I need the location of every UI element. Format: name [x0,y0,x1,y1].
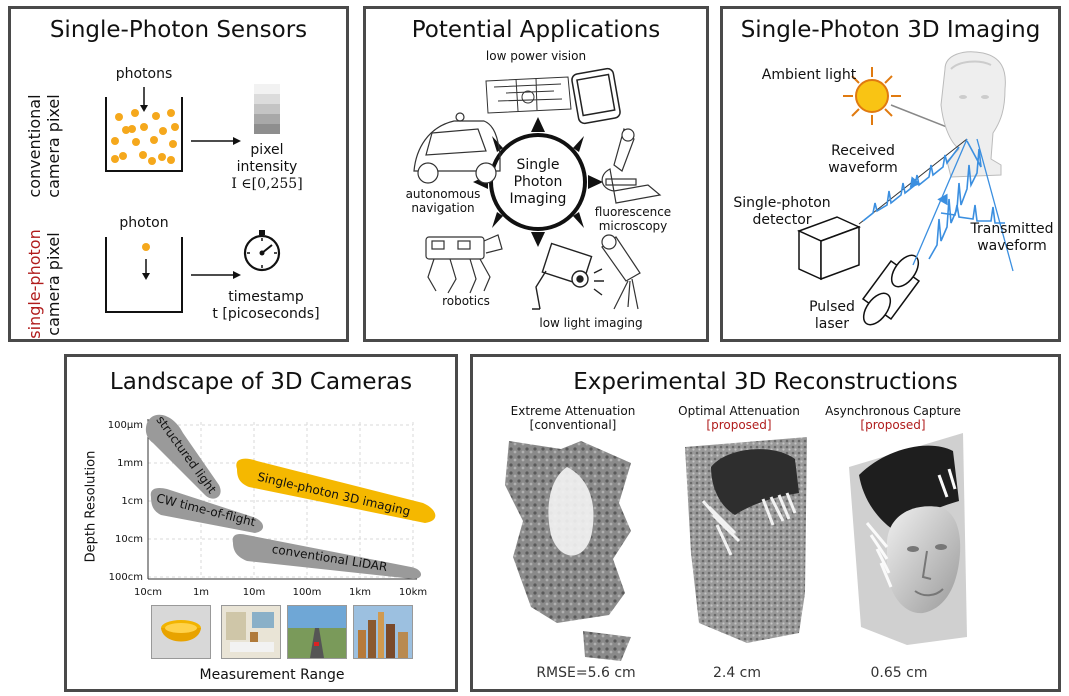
thumbnail-room [221,605,281,659]
x-tick-label: 10m [243,587,265,598]
detector-box [797,216,861,281]
y-tick-label: 10cm [115,534,143,545]
pixel-intensity-label: pixel intensity I ∈[0,255] [227,142,307,193]
panel-title: Single-Photon Sensors [49,17,308,43]
single-photon-dot [142,243,150,251]
imaging3d-diagram [797,51,1014,326]
autonomous-car-sketch [413,112,501,184]
panel-title: Experimental 3D Reconstructions [573,369,958,395]
y-tick-label: 100cm [109,572,143,583]
y-tick-label: 100μm [108,420,143,431]
panel-title: Potential Applications [411,17,661,43]
smartphone-icon [571,67,621,125]
fluorescence-microscopy-label: fluorescence microscopy [594,205,672,233]
x-tick-label: 10km [399,587,427,598]
center-label: Single Photon Imaging [509,157,567,207]
conventional-bucket [105,97,183,172]
low-power-vision-label: low power vision [485,49,587,63]
reconstruction-optimal [685,437,807,643]
sun-icon [843,67,901,125]
autonomous-navigation-label: autonomous navigation [405,187,481,215]
thumbnail-bowl [151,605,211,659]
timestamp-label: timestamp t [picoseconds] [212,289,320,322]
received-waveform [862,146,960,222]
region-label: structured light [153,413,219,496]
microscope-sketch [601,127,662,204]
thumbnail-road [287,605,347,659]
photons-label: photons [115,66,173,82]
transmitted-waveform-label: Transmitted waveform [970,221,1054,254]
x-tick-label: 100m [293,587,322,598]
column-header-asynchronous: Asynchronous Capture [proposed] [825,404,961,432]
x-axis-label: Measurement Range [199,667,345,683]
head-bust-icon [940,51,1006,178]
panel-landscape-3d-cameras: Landscape of 3D Cameras structured light… [64,354,458,692]
rmse-optimal: 2.4 cm [712,665,762,681]
telescope-sketch [601,234,641,310]
panel-potential-applications: Potential Applications [363,6,709,342]
rmse-conventional: RMSE=5.6 cm [536,665,636,681]
reconstruction-conventional [505,441,631,661]
region-structured-light [145,414,221,499]
pulsed-laser-label: Pulsed laser [809,299,855,332]
y-tick-label: 1mm [117,458,143,469]
y-tick-label: 1cm [121,496,143,507]
photon-label: photon [119,215,169,231]
x-tick-label: 10cm [134,587,162,598]
panel-single-photon-sensors: Single-Photon Sensors conventional camer… [8,6,349,342]
ambient-light-label: Ambient light [761,67,857,83]
reconstruction-asynchronous [849,433,967,645]
detector-label: Single-photon detector [733,195,831,228]
y-axis-label: Depth Resolution [83,450,99,563]
panel-title: Single-Photon 3D Imaging [740,17,1041,43]
region-cw-tof [150,487,264,533]
single-photon-bucket [105,237,183,313]
intensity-range: I ∈[0,255] [231,176,303,192]
robot-dog-sketch [425,234,503,294]
low-power-vision-sketch [485,76,572,114]
thumbnail-city [353,605,413,659]
transmit-path [912,138,968,266]
x-tick-label: 1m [193,587,209,598]
diagonal-waveform [940,204,1005,224]
region-conventional-lidar [232,533,422,579]
transmitted-waveform [928,140,982,260]
panel-single-photon-3d-imaging: Single-Photon 3D Imaging [720,6,1061,342]
photon-dots [111,109,179,165]
x-tick-label: 1km [349,587,371,598]
stopwatch-icon [243,230,281,272]
panel-experimental-reconstructions: Experimental 3D Reconstructions Extreme … [470,354,1061,692]
security-camera-sketch [532,242,604,310]
low-light-imaging-label: low light imaging [539,316,643,330]
column-header-optimal: Optimal Attenuation [proposed] [678,404,800,432]
pixel-intensity-swatch [254,84,280,134]
robotics-label: robotics [442,294,490,308]
region-label: Single-photon 3D imaging [256,470,412,519]
sensors-diagram [105,84,281,313]
pulsed-laser [861,254,921,326]
received-waveform-label: Received waveform [828,143,898,176]
panel-title: Landscape of 3D Cameras [109,369,413,395]
rmse-asynchronous: 0.65 cm [870,665,928,681]
column-header-conventional: Extreme Attenuation [conventional] [510,404,636,432]
applications-diagram [413,67,662,310]
single-photon-imaging-badge [473,117,603,247]
region-single-photon [236,458,436,523]
